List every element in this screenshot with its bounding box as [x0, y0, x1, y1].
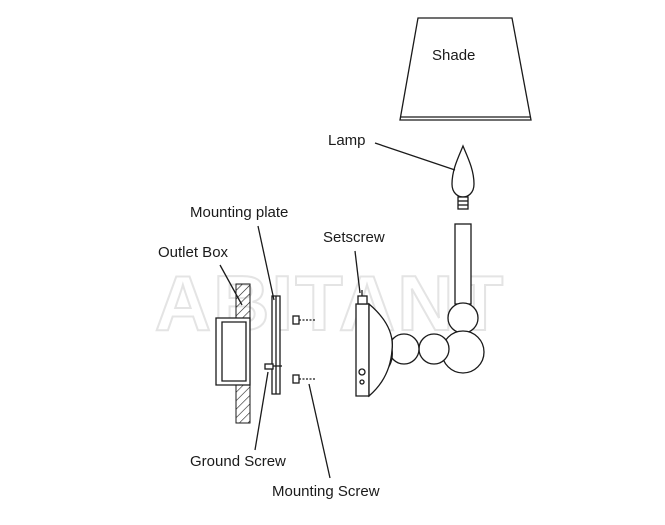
shade-label: Shade [432, 47, 475, 64]
outlet-box-label: Outlet Box [158, 244, 229, 261]
mounting-screw-label: Mounting Screw [272, 483, 380, 500]
ground-screw-leader-line [254, 371, 269, 451]
watermark-text: ABITANT [155, 259, 506, 347]
mounting-screw-leader-line [308, 383, 331, 479]
outlet-box-part [215, 283, 251, 424]
lamp-bulb [451, 144, 475, 210]
outlet-box-leader-line [219, 264, 243, 306]
lamp-leader-line [374, 142, 456, 171]
lamp-label: Lamp [328, 132, 366, 149]
mounting-plate-leader-line [257, 225, 275, 301]
ground-screw-part [264, 363, 282, 370]
shade-part [399, 17, 532, 121]
mounting-screw-lower [292, 374, 316, 384]
mounting-screw-upper [292, 315, 316, 325]
backplate-part [355, 290, 393, 398]
mounting-plate-part [271, 295, 281, 395]
ground-screw-label: Ground Screw [190, 453, 286, 470]
setscrew-label: Setscrew [323, 229, 385, 246]
setscrew-leader-line [354, 250, 361, 294]
mounting-plate-label: Mounting plate [190, 204, 288, 221]
